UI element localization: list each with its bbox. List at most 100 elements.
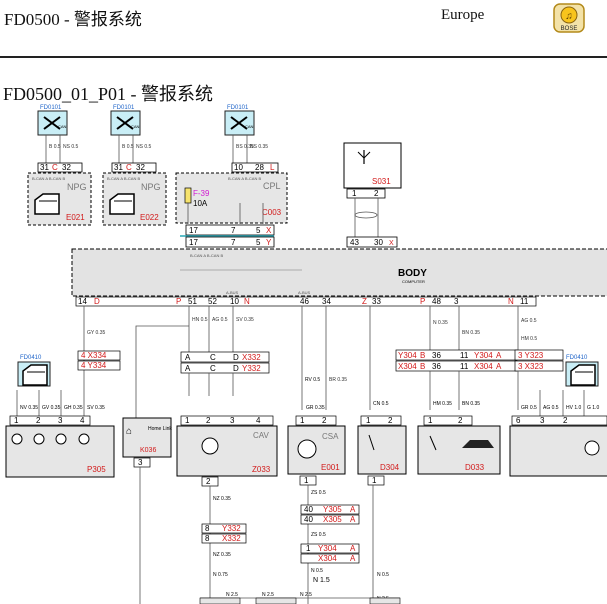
svg-text:NZ 0.35: NZ 0.35	[213, 552, 231, 558]
body-computer[interactable]: BODY COMPUTER B-CAN A B-CAN B A-BUS A-BU…	[71, 248, 607, 297]
body-pin-label: 3	[454, 297, 459, 306]
svg-text:1: 1	[304, 476, 309, 485]
connector-x334: 4 X334 4 Y334	[77, 350, 121, 371]
svg-text:3 Y323: 3 Y323	[518, 351, 544, 360]
svg-text:Y304: Y304	[398, 351, 417, 360]
svg-text:N 0.5: N 0.5	[311, 568, 323, 574]
svg-text:CAN: CAN	[58, 124, 67, 129]
svg-text:31: 31	[40, 163, 49, 172]
svg-text:1: 1	[14, 416, 19, 425]
body-pin-label: P	[176, 297, 181, 306]
door-icon	[22, 364, 48, 386]
module-c003[interactable]: 10 28 L B-CAN A B-CAN B CPL F-39 10A C00…	[175, 162, 288, 224]
can-wire-labels: B 0.5 NS 0.5 B 0.5 NS 0.5 BS 0.35 NS 0.3…	[49, 144, 268, 150]
module-s031[interactable]: S031 1 2 43 30 X	[343, 142, 402, 248]
svg-text:BN 0.35: BN 0.35	[462, 330, 480, 336]
module-e022[interactable]: 31 C 32 B-CAN A B-CAN B NPG E022	[102, 162, 167, 226]
svg-text:Y: Y	[266, 238, 272, 247]
svg-text:FD0101: FD0101	[113, 105, 135, 111]
module-e021[interactable]: 31 C 32 B-CAN A B-CAN B NPG E021	[27, 162, 92, 226]
can-ref-e022[interactable]: FD0101 CAN	[110, 105, 141, 136]
body-pin-label: 33	[372, 297, 381, 306]
svg-text:A: A	[185, 353, 191, 362]
module-d304[interactable]: CN 0.5 1 2 D304 1	[357, 401, 407, 604]
svg-text:CN 0.5: CN 0.5	[373, 401, 389, 407]
can-ref-c003[interactable]: FD0101 CAN	[224, 105, 255, 136]
svg-text:2: 2	[36, 416, 41, 425]
body-pin-label: 46	[300, 297, 309, 306]
door-icon	[34, 193, 60, 215]
module-home-link[interactable]: ⌂ Home Link K036 3	[122, 333, 172, 604]
svg-text:RV 0.5: RV 0.5	[305, 377, 320, 383]
svg-text:NZ 0.35: NZ 0.35	[213, 496, 231, 502]
module-p305[interactable]: NV 0.35 GV 0.35 GH 0.35 SV 0.35 1 2 3 4 …	[5, 390, 115, 478]
svg-text:C: C	[52, 163, 58, 172]
door-ref-left[interactable]: FD0410	[17, 355, 51, 387]
svg-text:7: 7	[231, 238, 236, 247]
svg-text:X304: X304	[398, 362, 417, 371]
module-right[interactable]: GR 0.5 AG 0.5 HV 1.0 G 1.0 6 3 2	[509, 390, 607, 477]
svg-text:X332: X332	[242, 353, 261, 362]
svg-text:40: 40	[304, 505, 313, 514]
svg-text:A: A	[350, 554, 356, 563]
module-e001[interactable]: RV 0.5 GR 0.35 1 2 CSA E001 1	[287, 377, 346, 604]
svg-text:Y304: Y304	[474, 351, 493, 360]
svg-text:X: X	[266, 226, 272, 235]
svg-text:NS 0.5: NS 0.5	[136, 144, 152, 150]
svg-text:N 2.5: N 2.5	[262, 592, 274, 598]
svg-text:NS 0.35: NS 0.35	[250, 144, 268, 150]
connector-d033: Y304 B 36 11 Y304 A X304 B 36 11 X304 A	[395, 349, 518, 372]
can-wires	[45, 135, 248, 163]
body-pin-label: 34	[322, 297, 331, 306]
svg-text:1: 1	[185, 416, 190, 425]
svg-text:2: 2	[206, 416, 211, 425]
bose-logo[interactable]: ♫ BOSE	[553, 2, 587, 34]
body-pin-label: 51	[188, 297, 197, 306]
svg-text:30: 30	[374, 238, 383, 247]
module-z033[interactable]: 1 2 3 4 CAV Z033 2	[176, 415, 278, 604]
door-icon	[109, 193, 135, 215]
svg-text:D304: D304	[380, 463, 400, 472]
module-d033[interactable]: HM 0.35 BN 0.35 1 2 D033	[417, 401, 501, 475]
svg-text:36: 36	[432, 362, 441, 371]
door-ref-right[interactable]: FD0410	[565, 355, 599, 387]
svg-text:3: 3	[540, 416, 545, 425]
svg-text:A-BUS: A-BUS	[226, 290, 239, 295]
svg-text:X332: X332	[222, 534, 241, 543]
svg-text:K036: K036	[140, 447, 156, 454]
svg-text:Y332: Y332	[242, 364, 261, 373]
svg-text:2: 2	[388, 416, 393, 425]
car-icon	[462, 440, 494, 448]
svg-text:E022: E022	[140, 213, 159, 222]
header-divider	[0, 56, 607, 58]
diagram-title: FD0500_01_P01 - 警报系统	[3, 84, 214, 104]
lamp-icon	[78, 433, 90, 445]
svg-text:F-39: F-39	[193, 189, 210, 198]
svg-text:ZS 0.5: ZS 0.5	[311, 532, 326, 538]
svg-text:FD0410: FD0410	[566, 355, 588, 361]
d304-lower-chain: N 0.5 N 2.5	[377, 572, 389, 602]
connector-z033: A C D X332 A C D Y332	[180, 351, 270, 374]
can-ref-e021[interactable]: FD0101 CAN	[37, 105, 68, 136]
svg-text:2: 2	[322, 416, 327, 425]
svg-text:S031: S031	[372, 177, 391, 186]
svg-text:A: A	[185, 364, 191, 373]
svg-text:HV 1.0: HV 1.0	[566, 405, 582, 411]
fuse-icon	[184, 187, 192, 204]
svg-text:B: B	[420, 351, 425, 360]
svg-text:E021: E021	[66, 213, 85, 222]
svg-text:28: 28	[255, 163, 264, 172]
svg-text:40: 40	[304, 515, 313, 524]
svg-text:HM 0.35: HM 0.35	[433, 401, 452, 407]
svg-text:SV 0.35: SV 0.35	[87, 405, 105, 411]
svg-text:Home Link: Home Link	[148, 426, 172, 432]
svg-text:4 X334: 4 X334	[81, 351, 107, 360]
svg-text:N 0.5: N 0.5	[377, 572, 389, 578]
svg-text:P305: P305	[87, 465, 106, 474]
svg-text:C: C	[210, 364, 216, 373]
svg-text:5: 5	[256, 226, 261, 235]
svg-text:36: 36	[432, 351, 441, 360]
d033-lower-wires	[429, 371, 519, 410]
svg-text:A: A	[350, 544, 356, 553]
